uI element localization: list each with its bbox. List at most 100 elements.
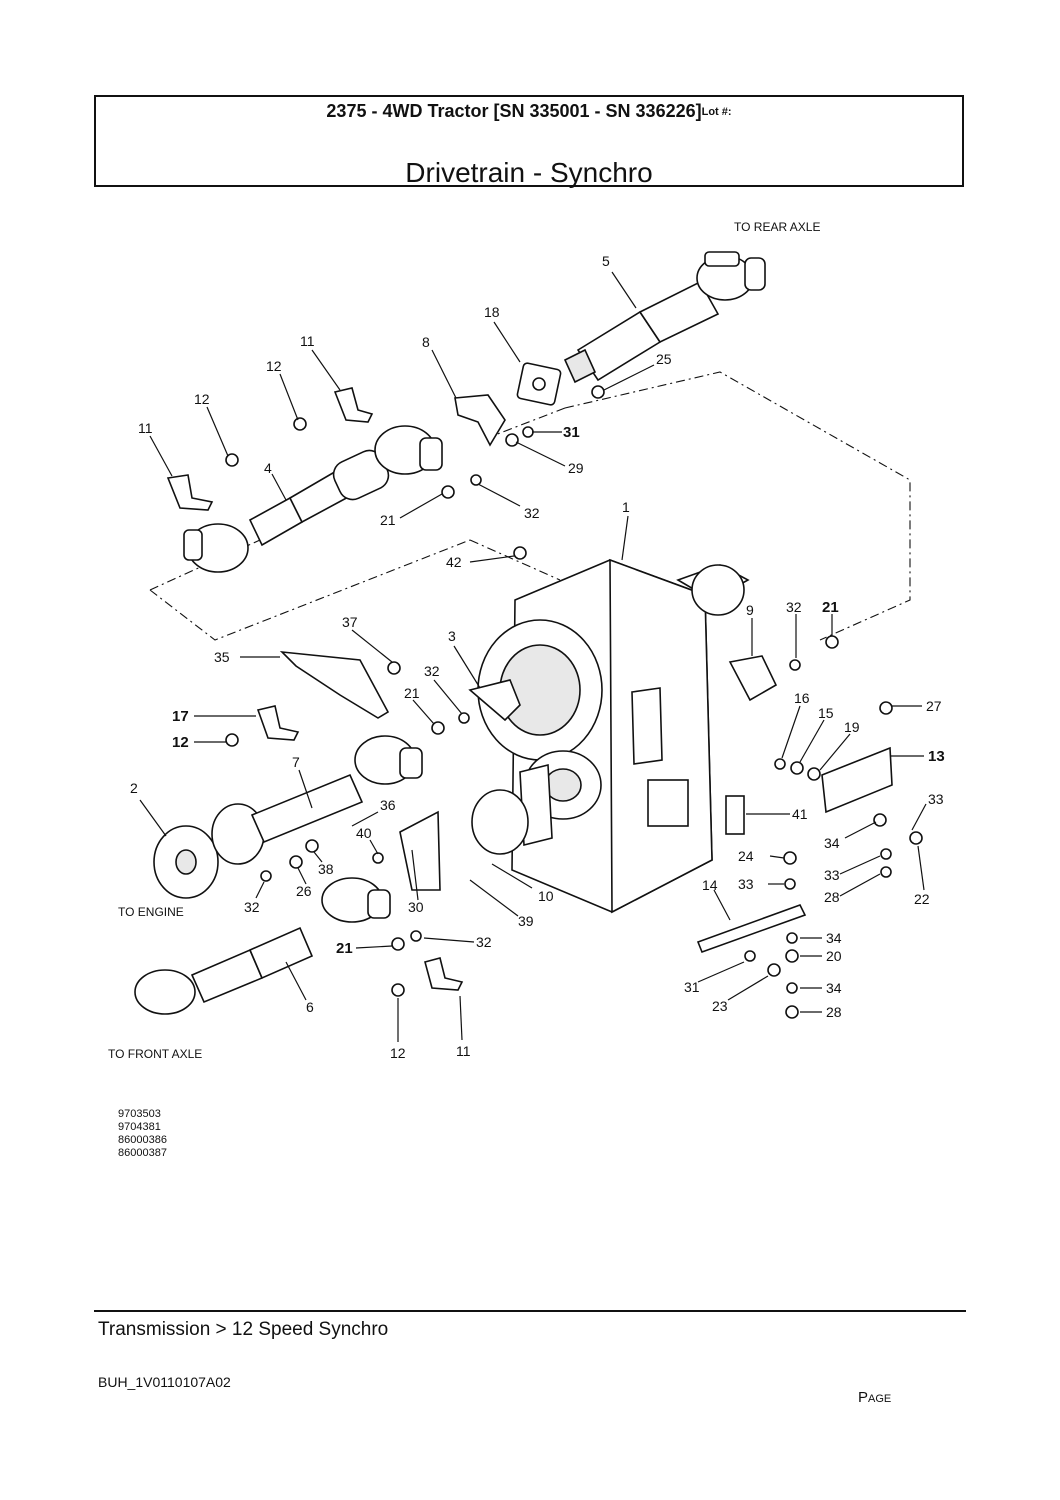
callout-21d: 21 xyxy=(336,940,353,957)
clamp-11-lower xyxy=(424,957,464,991)
yoke-8 xyxy=(454,394,506,447)
transmission-housing xyxy=(477,558,750,914)
sensor-41 xyxy=(725,795,745,835)
callout-23: 23 xyxy=(712,998,728,1014)
callout-41: 41 xyxy=(792,806,808,822)
callout-31b: 31 xyxy=(684,979,700,995)
callout-13: 13 xyxy=(928,748,945,765)
callout-40: 40 xyxy=(356,825,372,841)
callout-22: 22 xyxy=(914,891,930,907)
bracket-14 xyxy=(696,904,807,954)
callout-18: 18 xyxy=(484,304,500,320)
callout-12c: 12 xyxy=(172,734,189,751)
middle-driveshaft xyxy=(211,735,423,865)
callout-12a: 12 xyxy=(266,358,282,374)
callout-28b: 28 xyxy=(826,1004,842,1020)
callout-27: 27 xyxy=(926,698,942,714)
callout-24: 24 xyxy=(738,848,754,864)
callout-32d: 32 xyxy=(244,899,260,915)
callout-21c: 21 xyxy=(404,685,420,701)
callout-3: 3 xyxy=(448,628,456,644)
callout-11b: 11 xyxy=(138,420,153,436)
clamp-11-left xyxy=(166,474,214,511)
callout-12b: 12 xyxy=(194,391,210,407)
callout-21b: 21 xyxy=(822,599,839,616)
yoke-9 xyxy=(728,655,778,702)
callout-5: 5 xyxy=(602,253,610,269)
callout-6: 6 xyxy=(306,999,314,1015)
callout-2: 2 xyxy=(130,780,138,796)
breadcrumb: Transmission > 12 Speed Synchro xyxy=(98,1319,389,1340)
callout-25: 25 xyxy=(656,351,672,367)
callout-16: 16 xyxy=(794,690,810,706)
callout-33a: 33 xyxy=(928,791,944,807)
callout-21a: 21 xyxy=(380,512,396,528)
figure-ref: 9704381 xyxy=(118,1121,161,1133)
callout-29: 29 xyxy=(568,460,584,476)
callout-10: 10 xyxy=(538,888,554,904)
callout-1: 1 xyxy=(622,499,630,515)
page-label: Page xyxy=(858,1389,892,1406)
callout-42: 42 xyxy=(446,554,462,570)
page-title: 2375 - 4WD Tractor [SN 335001 - SN 33622… xyxy=(96,101,962,122)
clamp-11-upper xyxy=(333,387,374,423)
callout-39: 39 xyxy=(518,913,534,929)
callout-11c: 11 xyxy=(456,1043,471,1059)
callout-15: 15 xyxy=(818,705,834,721)
shield-30 xyxy=(399,810,441,891)
yoke-3 xyxy=(468,679,521,722)
engine-flange xyxy=(153,825,219,899)
callout-9: 9 xyxy=(746,602,754,618)
figure-ref: 9703503 xyxy=(118,1108,161,1120)
callout-37: 37 xyxy=(342,614,358,630)
rear-driveshaft xyxy=(563,251,766,384)
callout-26: 26 xyxy=(296,883,312,899)
callout-34a: 34 xyxy=(824,835,840,851)
callout-32e: 32 xyxy=(476,934,492,950)
header-box: 2375 - 4WD Tractor [SN 335001 - SN 33622… xyxy=(94,95,964,188)
callout-33c: 33 xyxy=(824,867,840,883)
bracket-35 xyxy=(279,650,390,719)
section-subtitle: Drivetrain - Synchro xyxy=(405,157,653,188)
callout-30: 30 xyxy=(408,899,424,915)
callout-36: 36 xyxy=(380,797,396,813)
callout-32c: 32 xyxy=(424,663,440,679)
fasteners xyxy=(225,385,923,1019)
callout-12d: 12 xyxy=(390,1045,406,1061)
document-code: BUH_1V0110107A02 xyxy=(98,1374,231,1390)
callout-34b: 34 xyxy=(826,930,842,946)
bracket-13 xyxy=(821,746,893,814)
clamp-17 xyxy=(256,705,300,741)
leader-lines xyxy=(139,271,927,1042)
callout-7: 7 xyxy=(292,754,300,770)
callout-20: 20 xyxy=(826,948,842,964)
callout-34c: 34 xyxy=(826,980,842,996)
note-to-rear-axle: TO REAR AXLE xyxy=(734,220,820,234)
lower-driveshaft xyxy=(134,877,391,1015)
flange-10 xyxy=(471,789,529,855)
note-to-front-axle: TO FRONT AXLE xyxy=(108,1047,202,1061)
figure-ref: 86000386 xyxy=(118,1134,167,1146)
callout-38: 38 xyxy=(318,861,334,877)
footer-divider xyxy=(94,1310,966,1312)
callout-32b: 32 xyxy=(786,599,802,615)
upper-driveshaft xyxy=(183,425,443,573)
callout-28a: 28 xyxy=(824,889,840,905)
figure-ref: 86000387 xyxy=(118,1147,167,1159)
note-to-engine: TO ENGINE xyxy=(118,905,184,919)
callout-19: 19 xyxy=(844,719,860,735)
callout-4: 4 xyxy=(264,460,272,476)
figure-reference-numbers: 9703503 9704381 86000386 86000387 xyxy=(118,1108,167,1160)
callout-35: 35 xyxy=(214,649,230,665)
lot-label: Lot #: xyxy=(701,106,732,118)
callout-31a: 31 xyxy=(563,424,580,441)
callout-32a: 32 xyxy=(524,505,540,521)
callout-17: 17 xyxy=(172,708,189,725)
callout-33b: 33 xyxy=(738,876,754,892)
model-title: 2375 - 4WD Tractor [SN 335001 - SN 33622… xyxy=(326,101,702,121)
callout-11a: 11 xyxy=(300,333,315,349)
callout-14: 14 xyxy=(702,877,718,893)
callout-8: 8 xyxy=(422,334,430,350)
